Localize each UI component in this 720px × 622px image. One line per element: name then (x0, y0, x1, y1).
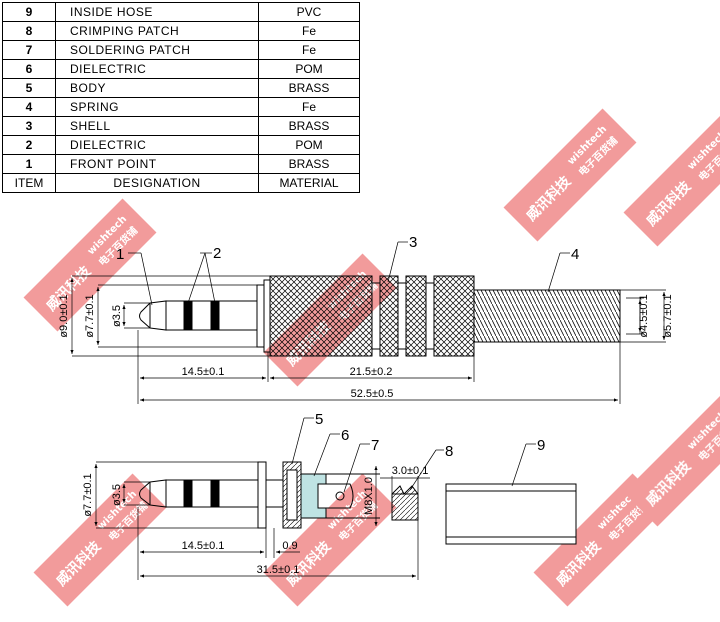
watermark-band (503, 108, 637, 242)
dim-spring-outer-diameter: ø5.7±0.1 (662, 294, 674, 337)
bottom-view-labels: 5 6 7 8 9 ø7.7±0.1 ø3.5 M8X1.0 3.0±0.1 1… (82, 411, 545, 576)
dim-flange-length: 0.9 (282, 540, 297, 552)
bottom-view-dimensions (94, 417, 536, 580)
watermark-layer: 威讯科技wishtech电子百货铺威讯科技wishtech电子百货铺威讯科技wi… (23, 108, 720, 607)
dim-thread: M8X1.0 (363, 477, 375, 515)
watermark-band (623, 393, 720, 527)
dim-shell-length: 21.5±0.2 (350, 366, 393, 378)
dim-tip-length-bottom: 14.5±0.1 (182, 540, 225, 552)
callout-2: 2 (213, 245, 221, 262)
dim-body-diameter: ø7.7±0.1 (84, 294, 96, 337)
dim-total-length-bottom: 31.5±0.1 (257, 564, 300, 576)
watermark-band (263, 473, 397, 607)
dim-total-length: 52.5±0.5 (351, 388, 394, 400)
dim-tip-length: 14.5±0.1 (182, 366, 225, 378)
dim-spring-inner-diameter: ø4.5±0.1 (638, 294, 650, 337)
watermark-band (533, 473, 667, 607)
top-view-dimensions (70, 241, 666, 404)
bom-material-cell: BRASS (258, 154, 360, 174)
callout-9: 9 (537, 437, 545, 454)
top-view-labels: 1 2 3 4 ø9.0±0.1 ø7.7±0.1 ø3.5 ø4.5±0.1 … (58, 234, 674, 400)
watermark-band (33, 473, 167, 607)
callout-3: 3 (409, 234, 417, 251)
bom-material-cell: Fe (258, 40, 360, 60)
callout-6: 6 (341, 427, 349, 444)
callout-4: 4 (571, 246, 579, 263)
callout-5: 5 (315, 411, 323, 428)
watermark-band (623, 113, 720, 247)
top-view-plug (139, 275, 621, 357)
bom-designation-cell: SPRING (55, 97, 259, 117)
bom-designation-cell: FRONT POINT (55, 154, 259, 174)
bom-header-material: MATERIAL (258, 173, 360, 193)
dim-tip-diameter-bottom: ø3.5 (111, 484, 123, 506)
bom-designation-cell: SHELL (55, 116, 259, 136)
bom-designation-cell: CRIMPING PATCH (55, 21, 259, 41)
bottom-view-plug (139, 461, 577, 545)
dim-outer-diameter: ø9.0±0.1 (58, 294, 70, 337)
callout-1: 1 (116, 246, 124, 263)
callout-7: 7 (371, 437, 379, 454)
dim-tip-diameter: ø3.5 (111, 305, 123, 327)
dim-body-diameter-bottom: ø7.7±0.1 (82, 473, 94, 516)
callout-8: 8 (445, 443, 453, 460)
watermark-band (23, 198, 157, 332)
bom-header-item: ITEM (2, 173, 56, 193)
dim-crimp-width: 3.0±0.1 (392, 465, 429, 477)
